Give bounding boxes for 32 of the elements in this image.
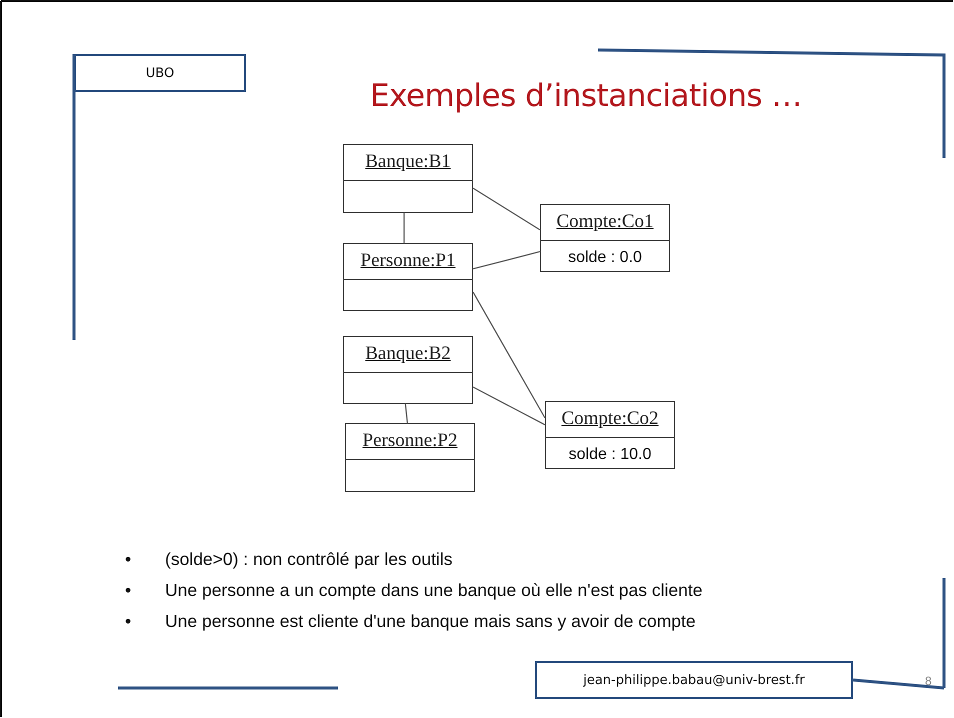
association-line — [472, 292, 546, 418]
label-box — [74, 54, 246, 92]
association-line — [404, 213, 405, 243]
object-name: Banque:B1 — [365, 151, 451, 172]
object-box — [343, 243, 473, 311]
attribute-text: solde : 0.0 — [568, 249, 642, 266]
object-box — [343, 144, 473, 213]
bullet-mark: • — [125, 610, 132, 633]
object-box — [540, 204, 670, 272]
object-box — [345, 423, 475, 492]
bullet-text: Une personne a un compte dans une banque où elle n'est pas cliente — [165, 580, 702, 600]
object-name: Compte:Co2 — [561, 408, 659, 429]
association-line — [404, 404, 408, 424]
box-text: UBO — [146, 66, 174, 80]
object-box — [545, 401, 675, 469]
page-number: 8 — [925, 674, 932, 688]
bullet-text: (solde>0) : non contrôlé par les outils — [165, 549, 452, 569]
slide-title: Exemples d’instanciations … — [370, 78, 802, 114]
bullet-text: Une personne est cliente d'une banque mais sans y avoir de compte — [165, 611, 696, 631]
attribute-text: solde : 10.0 — [568, 446, 652, 463]
box-text: jean-philippe.babau@univ-brest.fr — [583, 672, 805, 688]
bullet-mark: • — [125, 548, 132, 571]
object-name: Banque:B2 — [365, 343, 451, 364]
label-box — [535, 661, 853, 699]
object-box — [343, 336, 473, 404]
association-line — [472, 386, 546, 426]
object-name: Personne:P2 — [362, 430, 458, 451]
object-name: Personne:P1 — [360, 250, 456, 271]
object-name: Compte:Co1 — [556, 211, 654, 232]
association-line — [472, 188, 540, 230]
association-line — [472, 251, 540, 270]
bullet-mark: • — [125, 579, 132, 602]
